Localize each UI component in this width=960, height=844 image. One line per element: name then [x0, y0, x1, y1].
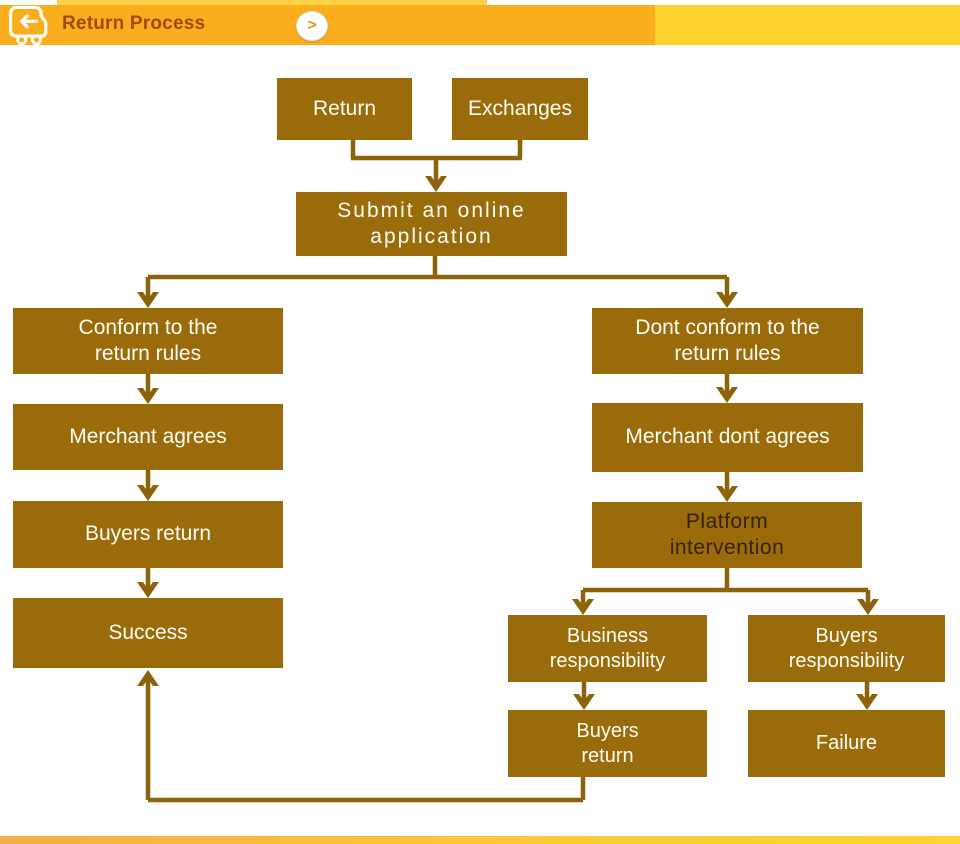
node-merchant-agrees: Merchant agrees: [13, 404, 283, 470]
node-dont-conform-rules: Dont conform to the return rules: [592, 308, 863, 374]
node-failure: Failure: [748, 710, 945, 777]
page-title: Return Process: [62, 13, 206, 34]
node-merchant-dont-agrees: Merchant dont agrees: [592, 403, 863, 472]
return-truck-icon: [9, 5, 48, 46]
node-business-responsibility: Business responsibility: [508, 615, 707, 682]
node-success: Success: [13, 598, 283, 668]
node-buyers-return-left: Buyers return: [13, 501, 283, 568]
node-submit-application: Submit an online application: [296, 192, 567, 256]
node-buyers-return-right: Buyers return: [508, 710, 707, 777]
next-button[interactable]: >: [296, 11, 328, 41]
node-return: Return: [277, 78, 412, 140]
node-buyers-responsibility: Buyers responsibility: [748, 615, 945, 682]
header-top-strip: [57, 0, 487, 6]
node-platform-intervention: Platform intervention: [592, 502, 862, 568]
footer-accent-bar: [0, 836, 960, 844]
header-bar-yellow: [655, 5, 960, 45]
node-conform-rules: Conform to the return rules: [13, 308, 283, 374]
node-exchanges: Exchanges: [452, 78, 588, 140]
chevron-right-icon: >: [307, 17, 317, 34]
